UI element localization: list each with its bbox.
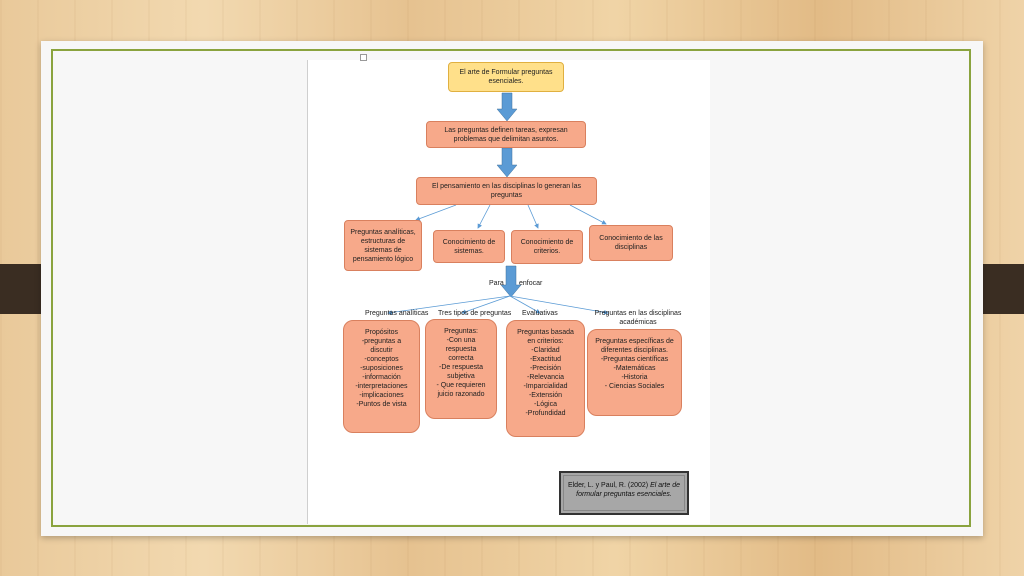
block-arrow-3 [500,265,522,298]
detail-line: -Puntos de vista [356,401,407,408]
branch-box-3: Conocimiento de criterios. [511,230,583,264]
detail-line: -Imparcialidad [523,383,568,390]
detail-line: -información [362,374,401,381]
detail-line: Preguntas: [444,328,478,335]
detail-line: -preguntas a [361,338,402,345]
detail-line: -Extensión [528,392,563,399]
detail-box-4: Preguntas específicas de diferentes disci… [587,329,682,416]
step2-box: Las preguntas definen tareas, expresan p… [426,121,586,148]
arrow-to-category-4 [509,295,609,315]
block-arrow-2 [496,147,518,178]
detail-line: discutir [370,347,393,354]
slide-frame [51,49,971,527]
detail-line: -Lógica [534,401,557,408]
arrow-to-category-3 [509,295,541,314]
category-label-1: Preguntas analíticas [365,310,429,317]
detail-line: diferentes disciplinas. [601,347,668,354]
detail-line: -suposiciones [360,365,403,372]
detail-box-2: Preguntas: -Con una respuesta correcta -De r… [425,319,497,419]
detail-box-1: Propósitos -preguntas a discutir -conceptos… [343,320,420,433]
detail-line: respuesta [445,346,477,353]
detail-line: Preguntas basada [517,329,574,336]
category-label-4: Preguntas en las disciplinas académicas [594,310,682,326]
connector-label-left: Para [489,280,504,287]
category-label-2: Tres tipos de preguntas [438,310,512,317]
detail-line: Propósitos [364,329,399,336]
detail-line: -Con una [446,337,476,344]
arrow-to-branch-3 [527,204,539,229]
title-box: El arte de Formular preguntas esenciales… [448,62,564,92]
arrow-to-category-1 [387,295,511,315]
detail-line: - Ciencias Sociales [604,383,665,390]
detail-line: subjetiva [447,373,475,380]
step3-box: El pensamiento en las disciplinas lo gen… [416,177,597,205]
arrow-to-category-2 [461,295,511,314]
detail-line: -Claridad [531,347,560,354]
branch-box-2: Conocimiento de sistemas. [433,230,505,263]
detail-line: en criterios: [527,338,564,345]
branch-box-1: Preguntas analíticas, estructuras de sis… [344,220,422,271]
detail-line: -De respuesta [439,364,483,371]
category-label-3: Evaluativas [522,310,558,317]
citation-box: Elder, L. y Paul, R. (2002) El arte de f… [559,471,689,515]
detail-line: -conceptos [364,356,399,363]
detail-line: - Que requieren [436,382,486,389]
detail-line: -Preguntas científicas [600,356,669,363]
detail-line: -Historia [621,374,648,381]
detail-line: -implicaciones [359,392,404,399]
detail-line: juicio razonado [437,391,485,398]
resize-handle[interactable] [360,54,367,61]
block-arrow-1 [496,92,518,122]
detail-line: -interpretaciones [355,383,408,390]
arrow-to-branch-2 [477,204,491,229]
detail-line: -Exactitud [529,356,562,363]
detail-line: -Relevancia [527,374,564,381]
detail-line: correcta [448,355,474,362]
arrow-to-branch-4 [569,204,607,225]
branch-box-4: Conocimiento de las disciplinas [589,225,673,261]
citation-title: El arte de formular preguntas esenciales… [576,482,681,498]
arrow-to-branch-1 [415,204,457,221]
detail-line: -Matemáticas [613,365,656,372]
detail-line: Preguntas específicas de [595,338,674,345]
detail-line: -Precisión [529,365,562,372]
connector-label-right: enfocar [519,280,543,287]
detail-box-3: Preguntas basada en criterios: -Claridad -E… [506,320,585,437]
citation-authors: Elder, L. y Paul, R. (2002) [567,482,651,489]
detail-line: -Profundidad [525,410,566,417]
